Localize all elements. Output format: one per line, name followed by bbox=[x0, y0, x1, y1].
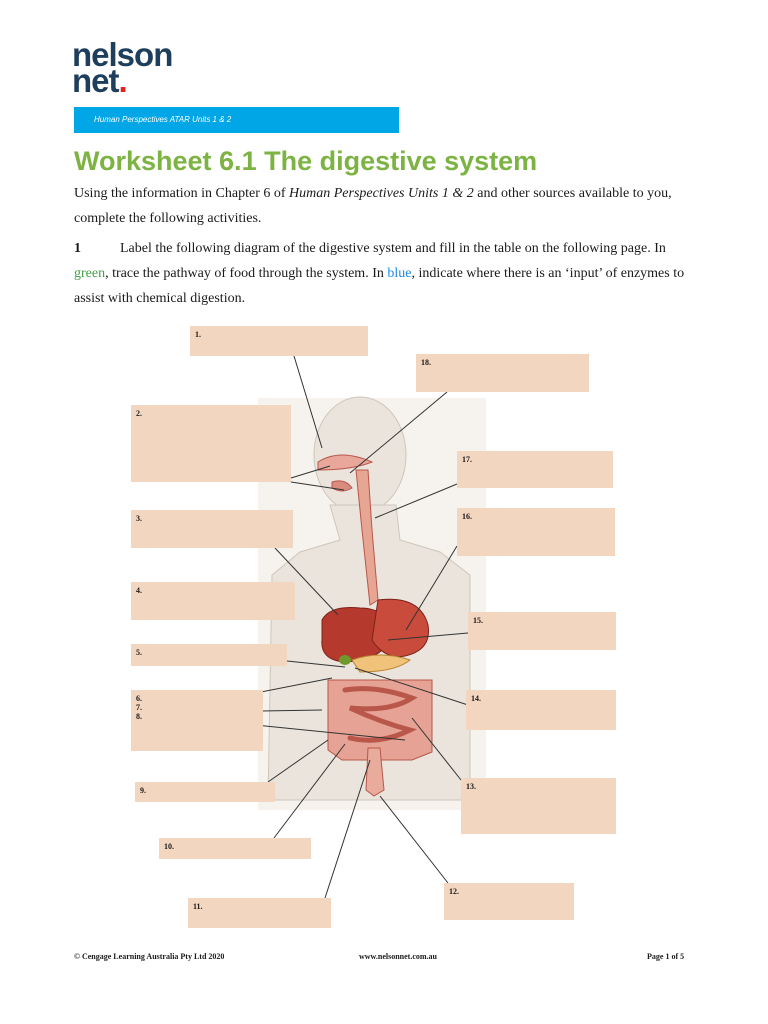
course-banner-text: Human Perspectives ATAR Units 1 & 2 bbox=[94, 115, 232, 124]
footer-website[interactable]: www.nelsonnet.com.au bbox=[359, 952, 438, 961]
label-box-16[interactable]: 16. bbox=[457, 508, 615, 556]
label-number-14: 14. bbox=[471, 694, 481, 703]
question-part-1: Label the following diagram of the diges… bbox=[120, 241, 666, 256]
question-1: 1 Label the following diagram of the dige… bbox=[74, 236, 694, 311]
page-title: Worksheet 6.1 The digestive system bbox=[74, 146, 538, 176]
intro-after: and other sources available to you, comp… bbox=[74, 186, 672, 226]
label-box-2[interactable]: 2. bbox=[131, 405, 291, 482]
label-box-17[interactable]: 17. bbox=[457, 451, 613, 488]
label-box-18[interactable]: 18. bbox=[416, 354, 589, 392]
label-box-13[interactable]: 13. bbox=[461, 778, 616, 834]
label-number-4: 4. bbox=[136, 586, 142, 595]
label-number-18: 18. bbox=[421, 358, 431, 367]
intro-before: Using the information in Chapter 6 of bbox=[74, 186, 290, 201]
question-number: 1 bbox=[74, 241, 81, 256]
question-part-3: , indicate where there is an ‘input’ of … bbox=[74, 266, 685, 306]
label-number-3: 3. bbox=[136, 514, 142, 523]
label-box-6-7-8[interactable]: 6.7.8. bbox=[131, 690, 263, 751]
label-number-10: 10. bbox=[164, 842, 174, 851]
label-number-13: 13. bbox=[466, 782, 476, 791]
label-number-8: 8. bbox=[136, 712, 142, 721]
label-number-11: 11. bbox=[193, 902, 203, 911]
label-box-3[interactable]: 3. bbox=[131, 510, 293, 548]
label-box-14[interactable]: 14. bbox=[466, 690, 616, 730]
label-box-5[interactable]: 5. bbox=[131, 644, 287, 666]
footer-page-number: Page 1 of 5 bbox=[647, 952, 685, 961]
label-number-17: 17. bbox=[462, 455, 472, 464]
nelsonnet-logo: nelson net. bbox=[72, 36, 173, 97]
digestive-organs bbox=[317, 454, 433, 797]
label-box-9[interactable]: 9. bbox=[135, 782, 275, 802]
label-number-2: 2. bbox=[136, 409, 142, 418]
question-blue-word: blue bbox=[387, 266, 412, 281]
logo-net: net bbox=[72, 62, 119, 99]
logo-line-1: nelson bbox=[72, 36, 173, 73]
label-box-15[interactable]: 15. bbox=[468, 612, 616, 650]
label-box-1[interactable]: 1. bbox=[190, 326, 368, 356]
label-number-15: 15. bbox=[473, 616, 483, 625]
label-box-11[interactable]: 11. bbox=[188, 898, 331, 928]
label-number-7: 7. bbox=[136, 703, 142, 712]
question-green-word: green bbox=[74, 266, 106, 281]
gall-bladder-shape bbox=[339, 655, 351, 665]
intro-paragraph: Using the information in Chapter 6 of Hu… bbox=[74, 181, 694, 231]
label-number-1: 1. bbox=[195, 330, 201, 339]
label-number-16: 16. bbox=[462, 512, 472, 521]
label-number-9: 9. bbox=[140, 786, 146, 795]
label-box-12[interactable]: 12. bbox=[444, 883, 574, 920]
intro-book-title: Human Perspectives Units 1 & 2 bbox=[289, 186, 474, 201]
label-number-5: 5. bbox=[136, 648, 142, 657]
logo-line-2: net. bbox=[72, 64, 172, 97]
question-part-2: , trace the pathway of food through the … bbox=[105, 266, 388, 281]
course-banner: Human Perspectives ATAR Units 1 & 2 bbox=[74, 107, 399, 133]
logo-dot: . bbox=[118, 62, 128, 99]
label-box-4[interactable]: 4. bbox=[131, 582, 295, 620]
label-number-12: 12. bbox=[449, 887, 459, 896]
footer-copyright: © Cengage Learning Australia Pty Ltd 202… bbox=[74, 952, 225, 961]
label-number-6: 6. bbox=[136, 694, 142, 703]
label-box-10[interactable]: 10. bbox=[159, 838, 311, 859]
